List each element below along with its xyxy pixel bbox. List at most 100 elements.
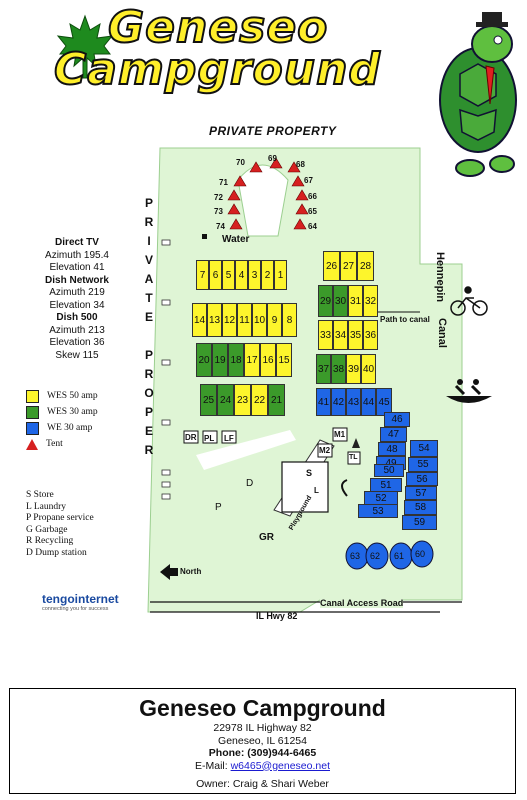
turtle-mascot-icon	[420, 4, 524, 189]
campsite[interactable]: 40	[361, 354, 376, 384]
campsite[interactable]: 27	[340, 251, 357, 281]
highway-label: IL Hwy 82	[256, 611, 298, 621]
store-building	[281, 461, 329, 513]
wes30-swatch	[26, 405, 39, 419]
path-to-canal-label: Path to canal	[380, 315, 430, 324]
north-arrow-icon	[160, 564, 178, 580]
footer-phone: Phone: (309)944-6465	[208, 747, 317, 759]
site-block-r3: 33 34 35 36	[318, 320, 378, 350]
campsite[interactable]: 12	[222, 303, 237, 337]
campsite[interactable]: 11	[237, 303, 252, 337]
campsite[interactable]: 57	[405, 486, 437, 500]
campsite[interactable]: 17	[244, 343, 260, 377]
tent-site-label: 72	[214, 193, 223, 202]
site-block-r4: 37 38 39 40	[316, 354, 376, 384]
campsite[interactable]: 39	[346, 354, 361, 384]
campsite[interactable]: 55	[408, 457, 438, 472]
footer-owner: Owner: Craig & Shari Weber	[196, 778, 329, 790]
footer-city: Geneseo, IL 61254	[218, 734, 307, 747]
site-block-r2: 29 30 31 32	[318, 285, 378, 317]
campsite[interactable]: 2	[261, 260, 274, 290]
oval-site-label[interactable]: 60	[415, 549, 426, 559]
campsite[interactable]: 41	[316, 388, 331, 416]
footer-address: 22978 IL Highway 82	[213, 722, 312, 734]
campsite[interactable]: 58	[404, 500, 437, 515]
campsite[interactable]: 54	[410, 440, 438, 457]
campsite[interactable]: 19	[212, 343, 228, 377]
bicycle-icon	[450, 286, 488, 316]
campsite[interactable]: 5	[222, 260, 235, 290]
tent-site-label: 67	[304, 176, 313, 185]
campsite[interactable]: 15	[276, 343, 292, 377]
title-campground: Campground	[53, 43, 381, 96]
tent-site-label: 65	[308, 207, 317, 216]
campsite[interactable]: 18	[228, 343, 244, 377]
campsite[interactable]: 51	[370, 478, 402, 492]
campsite[interactable]: 59	[402, 515, 437, 530]
campsite[interactable]: 50	[374, 464, 404, 477]
campsite[interactable]: 25	[200, 384, 217, 416]
campsite[interactable]: 36	[363, 320, 378, 350]
campsite[interactable]: 37	[316, 354, 331, 384]
tent-site-label: 64	[308, 222, 317, 231]
campsite[interactable]: 56	[406, 472, 438, 486]
campsite[interactable]: 34	[333, 320, 348, 350]
campsite[interactable]: 10	[252, 303, 267, 337]
campsite[interactable]: 1	[274, 260, 287, 290]
campsite[interactable]: 42	[331, 388, 346, 416]
campsite[interactable]: 33	[318, 320, 333, 350]
campsite[interactable]: 35	[348, 320, 363, 350]
tent-site-label: 74	[216, 222, 225, 231]
campsite[interactable]: 22	[251, 384, 268, 416]
oval-site-label[interactable]: 62	[370, 551, 381, 561]
email-link[interactable]: w6465@geneseo.net	[230, 759, 330, 772]
footer-title: Geneseo Campground	[139, 695, 386, 721]
oval-site-label[interactable]: 63	[350, 551, 361, 561]
canal-access-road-label: Canal Access Road	[320, 598, 404, 608]
campsite[interactable]: 45	[376, 388, 392, 416]
campsite[interactable]: 8	[282, 303, 297, 337]
campsite[interactable]: 28	[357, 251, 374, 281]
marker-l: L	[314, 486, 319, 495]
campsite[interactable]: 21	[268, 384, 285, 416]
site-block-4: 25 24 23 22 21	[200, 384, 285, 416]
campsite[interactable]: 38	[331, 354, 346, 384]
campsite[interactable]: 43	[346, 388, 361, 416]
campsite[interactable]: 30	[333, 285, 348, 317]
campsite[interactable]: 14	[192, 303, 207, 337]
campsite[interactable]: 20	[196, 343, 212, 377]
campsite[interactable]: 3	[248, 260, 261, 290]
campsite[interactable]: 53	[358, 504, 398, 518]
campsite[interactable]: 13	[207, 303, 222, 337]
campsite[interactable]: 26	[323, 251, 340, 281]
campsite[interactable]: 4	[235, 260, 248, 290]
campsite[interactable]: 6	[209, 260, 222, 290]
site-block-r5: 41 42 43 44 45	[316, 388, 392, 416]
marker-tl: TL	[349, 454, 358, 461]
site-block-2: 14 13 12 11 10 9 8	[192, 303, 297, 337]
campsite[interactable]: 44	[361, 388, 376, 416]
title-geneseo: Geneseo	[107, 1, 329, 54]
tent-icon	[26, 438, 38, 450]
campsite[interactable]: 24	[217, 384, 234, 416]
private-property-top: PRIVATE PROPERTY	[209, 124, 337, 138]
campsite[interactable]: 7	[196, 260, 209, 290]
marker-p: P	[215, 502, 222, 513]
campsite[interactable]: 31	[348, 285, 363, 317]
wes50-swatch	[26, 389, 39, 403]
campsite[interactable]: 32	[363, 285, 378, 317]
campsite[interactable]: 29	[318, 285, 333, 317]
tent-site-label: 69	[268, 154, 277, 163]
campsite[interactable]: 9	[267, 303, 282, 337]
campsite[interactable]: 48	[378, 442, 406, 456]
tent-site-label: 71	[219, 178, 228, 187]
oval-site-label[interactable]: 61	[394, 551, 405, 561]
campsite[interactable]: 46	[384, 412, 410, 427]
water-label: Water	[222, 234, 250, 245]
campsite[interactable]: 52	[364, 491, 398, 505]
campsite[interactable]: 23	[234, 384, 251, 416]
marker-s: S	[306, 468, 313, 478]
campsite[interactable]: 47	[380, 427, 407, 442]
campsite[interactable]: 16	[260, 343, 276, 377]
